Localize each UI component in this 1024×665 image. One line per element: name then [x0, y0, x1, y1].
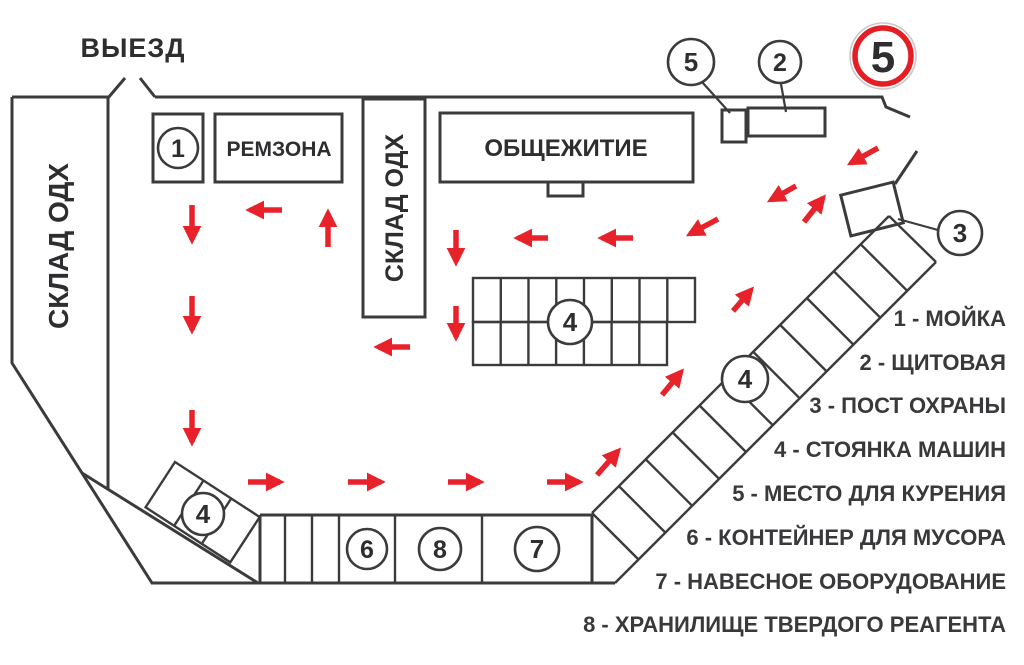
- parking-strip-diagonal: [591, 215, 937, 584]
- marker-7-circle: [513, 525, 561, 573]
- marker-4-grid-circle: [546, 298, 594, 346]
- strip-stall-dividers: [591, 243, 909, 561]
- marker-4-strip-number: 4: [738, 364, 753, 394]
- marker-2-circle: [757, 39, 803, 85]
- site-boundary: [10, 77, 919, 585]
- service-row: [258, 513, 594, 583]
- warehouse-center-building: [361, 97, 427, 319]
- flow-arrow-up-right: [594, 447, 622, 477]
- flow-arrow-down-left: [766, 183, 798, 203]
- legend-item-3: 3 - ПОСТ ОХРАНЫ: [809, 393, 1006, 418]
- marker-1-circle: [156, 126, 200, 170]
- dormitory-label: ОБЩЕЖИТИЕ: [484, 135, 647, 162]
- remzona-label: РЕМЗОНА: [226, 138, 331, 161]
- exit-gate-tick-left: [106, 77, 127, 99]
- strip-lower-edge: [614, 261, 937, 584]
- guard-post-building: [838, 180, 906, 238]
- flow-arrow-up-right: [659, 368, 684, 397]
- traffic-flow-arrows: [182, 145, 880, 492]
- warehouse-left-label: СКЛАД ОДХ: [43, 163, 74, 329]
- flow-arrow-up-right: [730, 286, 755, 313]
- marker-3-leader: [897, 217, 939, 232]
- dormitory-building: [438, 111, 695, 184]
- exit-gate-tick-right: [138, 77, 157, 98]
- parking-grid-top-dividers: [499, 278, 669, 322]
- entrance-fence-segment: [893, 150, 919, 185]
- markers: 1 5 2 3 4 4 4 6 8 7: [156, 37, 984, 573]
- flow-arrow-up-right: [801, 194, 826, 224]
- marker-3-circle: [936, 209, 984, 257]
- marker-6-circle: [345, 527, 389, 571]
- dormitory-porch: [546, 180, 585, 198]
- legend-item-5: 5 - МЕСТО ДЛЯ КУРЕНИЯ: [732, 481, 1006, 506]
- speed-sign-value: 5: [871, 33, 895, 82]
- smoking-place: [720, 108, 748, 144]
- legend-item-2: 2 - ЩИТОВАЯ: [859, 350, 1006, 375]
- marker-2-leader: [779, 83, 788, 113]
- buildings: РЕМЗОНА СКЛАД ОДХ СКЛАД ОДХ ОБЩЕЖИТИЕ: [43, 97, 906, 329]
- exit-label: ВЫЕЗД: [80, 33, 185, 63]
- legend: 1 - МОЙКА 2 - ЩИТОВАЯ 3 - ПОСТ ОХРАНЫ 4 …: [583, 306, 1006, 637]
- marker-3-number: 3: [953, 218, 967, 248]
- switchboard-building: [746, 106, 827, 138]
- legend-item-4: 4 - СТОЯНКА МАШИН: [774, 437, 1006, 462]
- marker-4-grid-number: 4: [563, 307, 578, 337]
- service-row-outline: [258, 513, 594, 583]
- speed-sign-red-ring: [852, 25, 914, 87]
- marker-5-leader: [701, 81, 731, 114]
- boundary-top-fence: [155, 95, 911, 119]
- marker-4-tilted-number: 4: [196, 499, 211, 529]
- legend-item-8: 8 - ХРАНИЛИЩЕ ТВЕРДОГО РЕАГЕНТА: [583, 612, 1006, 637]
- legend-item-7: 7 - НАВЕСНОЕ ОБОРУДОВАНИЕ: [655, 569, 1006, 594]
- flow-arrow-down-left: [846, 145, 880, 166]
- legend-item-1: 1 - МОЙКА: [894, 306, 1006, 331]
- boundary-inner-wedge: [81, 471, 259, 585]
- marker-5-circle: [666, 37, 716, 87]
- marker-4-strip-circle: [720, 354, 770, 404]
- marker-8-number: 8: [433, 536, 447, 564]
- marker-8-circle: [417, 526, 463, 572]
- marker-6-number: 6: [360, 536, 374, 564]
- parking-grid-bottom-dividers: [499, 322, 641, 365]
- remzona-building: [213, 112, 344, 184]
- marker-7-number: 7: [530, 534, 544, 564]
- marker-5-number: 5: [684, 47, 698, 77]
- speed-limit-sign: 5: [849, 22, 917, 90]
- legend-item-6: 6 - КОНТЕЙНЕР ДЛЯ МУСОРА: [686, 525, 1006, 550]
- marker-1-number: 1: [171, 135, 185, 163]
- service-row-dividers: [283, 515, 484, 583]
- flow-arrow-down-left: [685, 216, 720, 237]
- marker-4-tilted-circle: [180, 491, 226, 537]
- warehouse-center-label: СКЛАД ОДХ: [381, 134, 409, 283]
- marker-2-number: 2: [773, 49, 787, 77]
- strip-top-cap: [888, 215, 937, 263]
